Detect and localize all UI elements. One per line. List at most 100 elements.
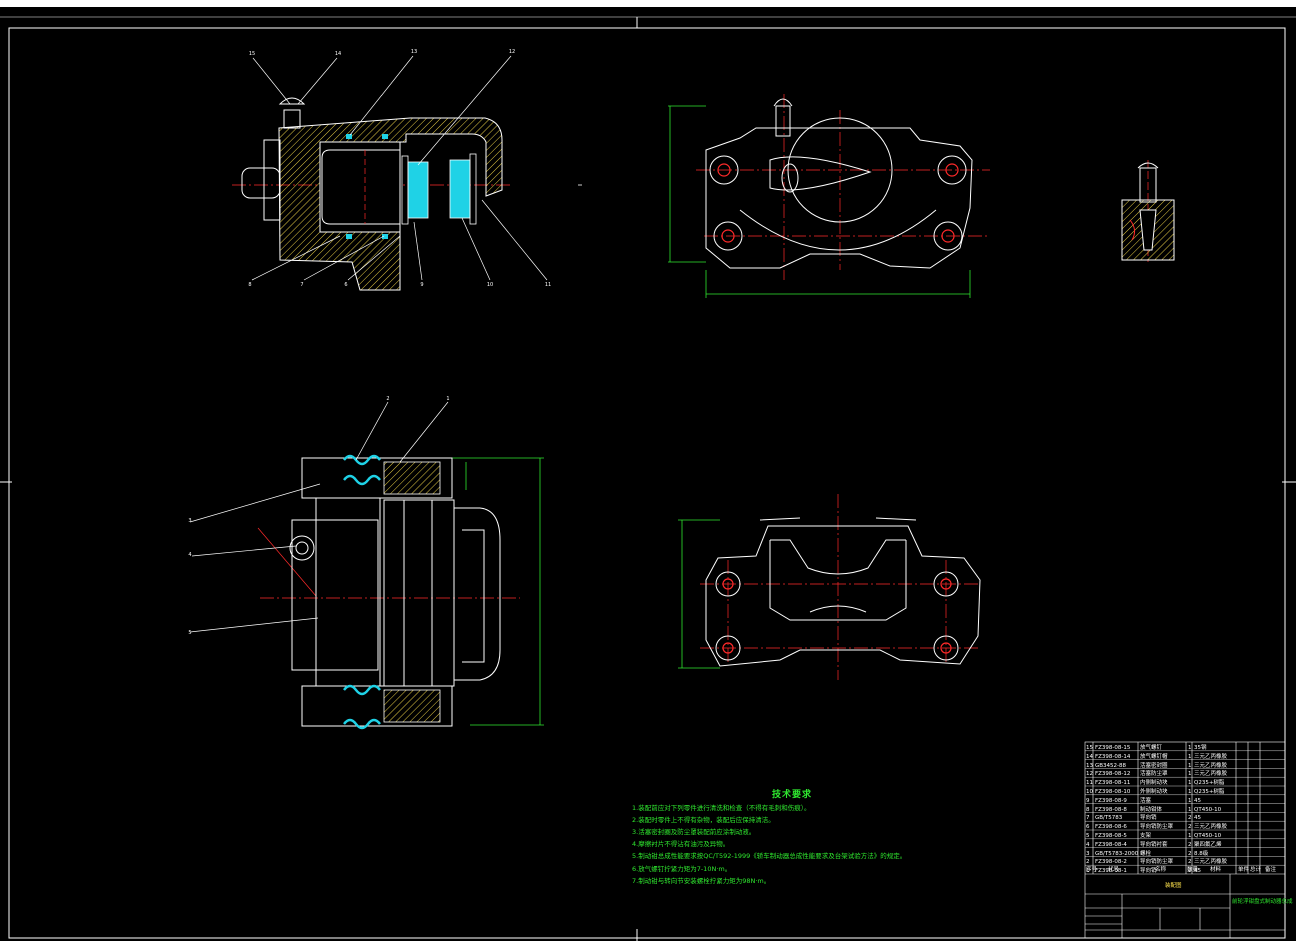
tech-note: 5.制动钳总成性能要求按QC/T592-1999《轿车制动器总成性能要求及台架试…	[632, 852, 907, 861]
parts-cell-code: FZ398-08-15	[1095, 745, 1131, 751]
parts-cell-qty: 2	[1188, 815, 1192, 822]
section-view: 15 14 13 12 8 7 6 9 10 11	[232, 49, 582, 291]
parts-cell-code: FZ398-08-12	[1095, 771, 1131, 778]
parts-cell-code: FZ398-08-14	[1095, 753, 1131, 760]
header-qty: 数量	[1187, 867, 1199, 873]
balloon-15: 15	[249, 51, 255, 57]
parts-cell-no: 1	[1086, 868, 1090, 875]
cad-drawing-canvas[interactable]: 15 14 13 12 8 7 6 9 10 11	[0, 7, 1296, 941]
tech-note: 6.放气螺钉拧紧力矩为7-10N·m。	[632, 864, 732, 873]
parts-cell-name: 活塞防尘罩	[1140, 771, 1168, 778]
tech-note: 2.装配时零件上不得有杂物，装配后应保持清洁。	[632, 816, 775, 825]
tech-note: 3.活塞密封圈及防尘罩装配前应涂制动液。	[632, 828, 756, 837]
parts-cell-qty: 2	[1188, 859, 1192, 866]
parts-cell-code: FZ398-08-6	[1095, 824, 1127, 831]
header-name: 名称	[1155, 867, 1167, 873]
parts-cell-name: 制动钳体	[1140, 806, 1163, 813]
parts-cell-material: QT450-10	[1194, 833, 1222, 839]
parts-cell-material: 35钢	[1194, 745, 1207, 751]
parts-cell-code: FZ398-08-8	[1095, 806, 1127, 813]
header-material: 材料	[1210, 867, 1222, 873]
balloon-11: 11	[545, 282, 551, 288]
header-code: 代号	[1108, 867, 1120, 873]
parts-cell-qty: 2	[1188, 841, 1192, 848]
parts-cell-material: 聚四氟乙烯	[1194, 841, 1222, 848]
assembly-label: 装配图	[1165, 883, 1182, 889]
parts-cell-no: 9	[1086, 797, 1090, 804]
parts-cell-material: Q235+树脂	[1194, 780, 1225, 787]
parts-cell-code: FZ398-08-2	[1095, 859, 1127, 866]
parts-list-rows	[1085, 750, 1285, 866]
parts-cell-qty: 1	[1188, 789, 1192, 795]
parts-cell-code: GB/T5783-2000	[1095, 850, 1139, 857]
parts-cell-no: 3	[1086, 850, 1090, 857]
parts-cell-material: 三元乙丙橡胶	[1194, 753, 1228, 760]
drawing-title: 前轮浮钳盘式制动器总成	[1232, 899, 1293, 905]
parts-cell-no: 14	[1086, 753, 1093, 760]
balloon-8: 8	[248, 282, 251, 288]
parts-cell-no: 5	[1086, 833, 1090, 839]
parts-cell-qty: 1	[1188, 780, 1192, 787]
parts-cell-qty: 1	[1188, 806, 1192, 813]
parts-cell-code: FZ398-08-11	[1095, 780, 1131, 787]
parts-cell-qty: 1	[1188, 833, 1192, 839]
parts-cell-no: 8	[1086, 806, 1090, 813]
header-total: 总计	[1250, 867, 1262, 873]
parts-cell-qty: 1	[1188, 797, 1192, 804]
balloon-3: 3	[188, 518, 191, 524]
parts-cell-qty: 2	[1188, 850, 1192, 857]
parts-cell-name: 放气螺钉	[1140, 745, 1163, 751]
parts-cell-name: 放气螺钉帽	[1140, 753, 1168, 760]
balloon-6: 6	[344, 282, 347, 288]
parts-cell-name: 导向销防尘罩	[1140, 859, 1174, 866]
parts-cell-name: 活塞密封圈	[1140, 762, 1168, 769]
parts-cell-material: 三元乙丙橡胶	[1194, 824, 1228, 831]
parts-cell-no: 7	[1086, 815, 1090, 822]
parts-cell-material: 45	[1194, 815, 1201, 822]
parts-cell-name: 导向销	[1140, 815, 1157, 822]
parts-cell-code: FZ398-08-5	[1095, 833, 1127, 839]
parts-cell-name: 导向销衬套	[1140, 841, 1168, 848]
parts-cell-material: Q235+树脂	[1194, 789, 1225, 795]
parts-cell-code: FZ398-08-9	[1095, 797, 1127, 804]
parts-cell-material: 8.8级	[1194, 850, 1209, 857]
parts-cell-no: 2	[1086, 859, 1090, 866]
parts-cell-no: 15	[1086, 745, 1093, 751]
parts-cell-no: 11	[1086, 780, 1093, 787]
parts-cell-code: FZ398-08-10	[1095, 789, 1131, 795]
balloon-9: 9	[420, 282, 423, 288]
balloon-14: 14	[335, 51, 341, 57]
parts-cell-no: 10	[1086, 789, 1093, 795]
balloon-5: 5	[188, 630, 191, 636]
front-view	[668, 94, 990, 298]
parts-cell-name: 内侧制动块	[1140, 780, 1168, 787]
bracket-view	[678, 494, 981, 680]
parts-cell-no: 6	[1086, 824, 1090, 831]
parts-cell-code: FZ398-08-4	[1095, 841, 1127, 848]
balloon-2: 2	[386, 396, 389, 402]
parts-cell-no: 4	[1086, 841, 1090, 848]
tech-note: 1.装配前应对下列零件进行清洗和检查（不得有毛刺和伤痕）。	[632, 804, 811, 813]
parts-cell-no: 13	[1086, 762, 1093, 769]
parts-cell-qty: 1	[1188, 762, 1192, 769]
balloon-13: 13	[411, 49, 417, 55]
parts-cell-name: 导向销防尘罩	[1140, 824, 1174, 831]
balloon-1: 1	[446, 396, 449, 402]
tech-note: 4.摩擦衬片不得沾有油污及异物。	[632, 840, 730, 849]
tech-requirements-title: 技术要求	[771, 790, 812, 800]
top-view: 2 1 3 4 5	[188, 396, 544, 730]
parts-cell-material: 三元乙丙橡胶	[1194, 762, 1228, 769]
detail-view-bleeder	[1121, 160, 1175, 262]
header-single: 单件	[1238, 867, 1250, 873]
parts-cell-material: 三元乙丙橡胶	[1194, 771, 1228, 778]
parts-cell-material: 45	[1194, 797, 1201, 804]
parts-cell-qty: 2	[1188, 868, 1192, 875]
parts-cell-code: FZ398-08-1	[1095, 868, 1127, 875]
parts-cell-qty: 1	[1188, 771, 1192, 778]
parts-cell-material: 三元乙丙橡胶	[1194, 859, 1228, 866]
balloon-10: 10	[487, 282, 493, 288]
parts-cell-material: QT450-10	[1194, 806, 1222, 813]
parts-cell-name: 支架	[1140, 833, 1152, 839]
parts-cell-code: GB3452-88	[1095, 762, 1127, 769]
parts-cell-qty: 2	[1188, 824, 1192, 831]
